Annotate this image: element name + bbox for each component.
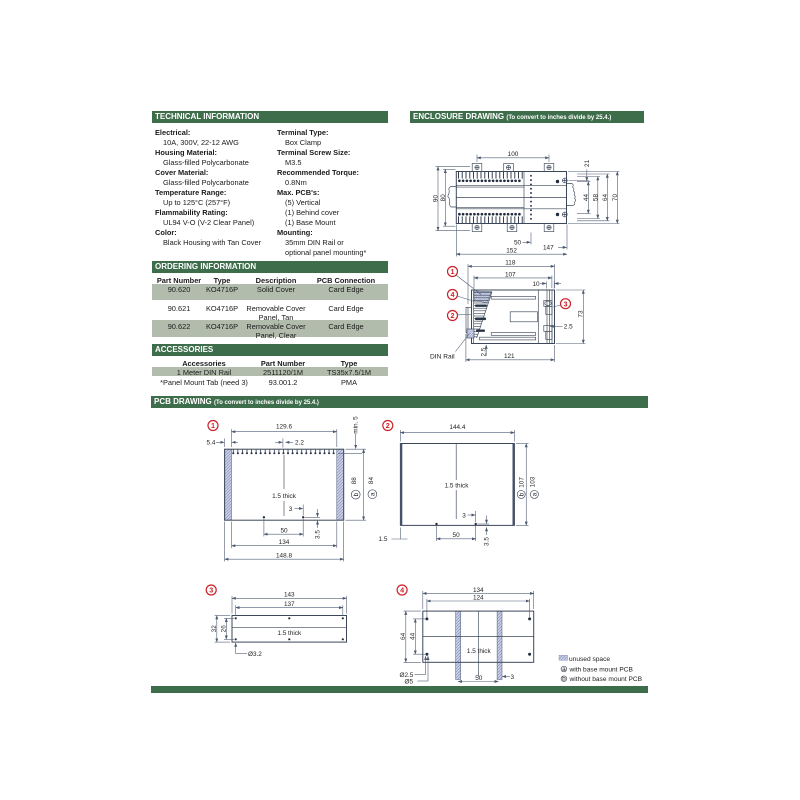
svg-text:a: a <box>562 666 566 673</box>
svg-text:b: b <box>518 492 525 496</box>
svg-text:80: 80 <box>440 194 447 202</box>
svg-text:3.5: 3.5 <box>484 537 491 546</box>
svg-text:b: b <box>562 676 566 683</box>
svg-text:1.5 thick: 1.5 thick <box>272 493 297 500</box>
svg-text:50: 50 <box>453 532 461 539</box>
svg-text:44: 44 <box>583 194 590 202</box>
svg-text:32: 32 <box>211 625 218 633</box>
svg-text:58: 58 <box>593 194 600 202</box>
svg-text:3: 3 <box>289 506 293 513</box>
svg-text:88: 88 <box>351 477 358 485</box>
svg-text:129.6: 129.6 <box>276 423 292 430</box>
svg-text:64: 64 <box>602 194 609 202</box>
svg-text:5.4: 5.4 <box>207 440 216 447</box>
svg-text:4: 4 <box>400 586 404 595</box>
svg-text:a: a <box>370 492 377 496</box>
svg-text:10: 10 <box>532 281 540 288</box>
svg-text:50: 50 <box>280 527 288 534</box>
svg-text:84: 84 <box>368 477 375 485</box>
svg-text:121: 121 <box>504 353 515 360</box>
svg-text:1.5 thick: 1.5 thick <box>467 648 492 655</box>
svg-text:1.5 thick: 1.5 thick <box>277 630 302 637</box>
svg-text:147: 147 <box>543 245 554 252</box>
svg-text:Ø2.5: Ø2.5 <box>400 672 414 679</box>
svg-text:1: 1 <box>451 267 455 276</box>
svg-text:2: 2 <box>451 311 455 320</box>
svg-text:2.5: 2.5 <box>480 347 487 356</box>
svg-text:min. 5: min. 5 <box>352 416 359 434</box>
svg-text:107: 107 <box>505 271 516 278</box>
svg-text:Ø3.2: Ø3.2 <box>248 651 262 658</box>
svg-text:50: 50 <box>514 240 522 247</box>
svg-text:144.4: 144.4 <box>449 424 465 431</box>
svg-text:134: 134 <box>279 539 290 546</box>
svg-text:unused space: unused space <box>569 656 610 663</box>
svg-text:Ø5: Ø5 <box>405 678 414 685</box>
svg-text:2.2: 2.2 <box>295 440 304 447</box>
svg-text:148.8: 148.8 <box>276 553 292 560</box>
svg-text:21: 21 <box>584 159 591 167</box>
svg-text:100: 100 <box>508 151 519 158</box>
svg-text:3: 3 <box>511 674 515 681</box>
svg-text:with base mount PCB: with base mount PCB <box>569 667 634 674</box>
svg-text:1.5: 1.5 <box>379 536 388 543</box>
svg-text:107: 107 <box>518 477 525 488</box>
svg-text:152: 152 <box>506 248 517 255</box>
svg-text:134: 134 <box>473 587 484 594</box>
svg-text:118: 118 <box>505 260 516 267</box>
svg-text:b: b <box>353 492 360 496</box>
svg-text:90: 90 <box>433 195 440 203</box>
svg-text:44: 44 <box>410 632 417 640</box>
svg-text:124: 124 <box>473 595 484 602</box>
svg-text:3: 3 <box>564 299 568 308</box>
svg-text:1.5 thick: 1.5 thick <box>445 483 470 490</box>
svg-text:4: 4 <box>451 290 455 299</box>
svg-text:64: 64 <box>400 632 407 640</box>
svg-text:103: 103 <box>530 476 537 487</box>
svg-text:3.5: 3.5 <box>315 530 322 539</box>
svg-text:137: 137 <box>284 601 295 608</box>
svg-text:without base mount PCB: without base mount PCB <box>569 676 643 683</box>
svg-text:DIN Rail: DIN Rail <box>430 354 455 361</box>
svg-text:2: 2 <box>386 421 390 430</box>
svg-text:2.5: 2.5 <box>564 324 573 331</box>
svg-text:70: 70 <box>612 194 619 202</box>
svg-text:3: 3 <box>209 586 213 595</box>
svg-text:1: 1 <box>211 421 215 430</box>
svg-text:143: 143 <box>284 592 295 599</box>
svg-text:73: 73 <box>578 310 585 318</box>
svg-text:a: a <box>532 492 539 496</box>
svg-text:50: 50 <box>475 675 483 682</box>
svg-text:3: 3 <box>462 512 466 519</box>
svg-text:26: 26 <box>221 625 228 633</box>
